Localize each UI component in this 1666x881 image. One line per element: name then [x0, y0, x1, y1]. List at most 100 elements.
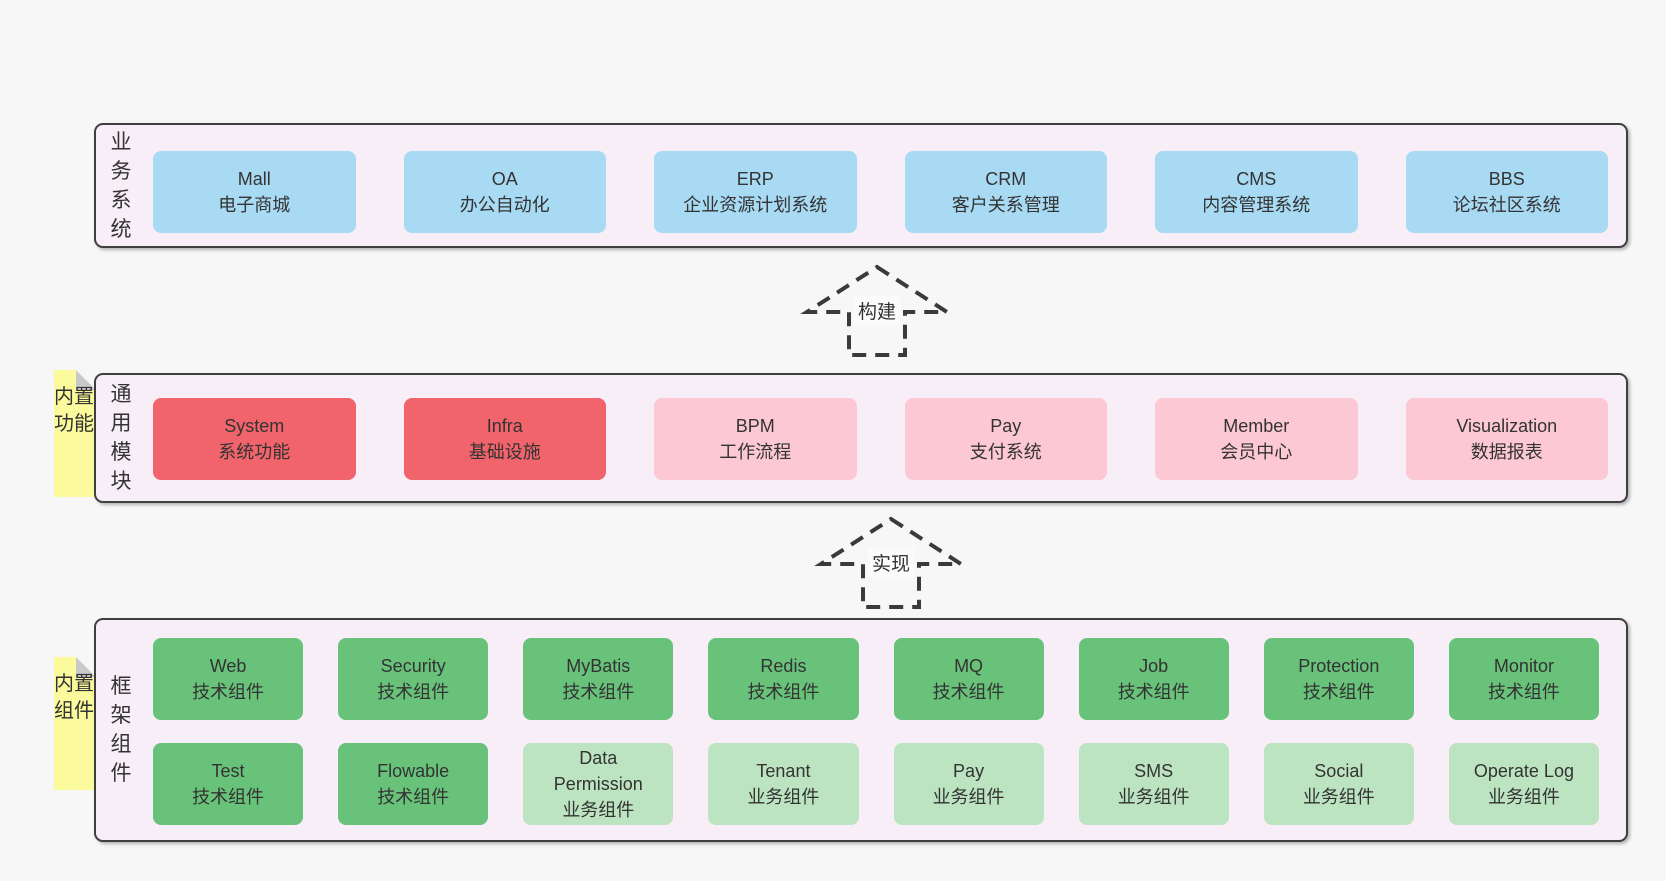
panel-label: 框架组件 — [110, 675, 132, 785]
box-subtitle: 客户关系管理 — [951, 195, 1060, 215]
box-bbs: BBS 论坛社区系统 — [1405, 151, 1608, 233]
box-monitor: Monitor 技术组件 — [1448, 638, 1599, 720]
box-mq: MQ 技术组件 — [893, 638, 1044, 720]
box-subtitle: 业务组件 — [932, 787, 1005, 807]
box-test: Test 技术组件 — [153, 743, 304, 825]
panel-label: 业务系统 — [110, 130, 132, 241]
box-subtitle: 企业资源计划系统 — [683, 195, 828, 215]
box-subtitle: 业务组件 — [1487, 787, 1560, 807]
box-title: Protection — [1298, 656, 1380, 676]
note-text: 内置功能 — [54, 386, 94, 435]
box-subtitle: 数据报表 — [1470, 442, 1543, 462]
box-title: MyBatis — [566, 656, 631, 676]
box-mybatis: MyBatis 技术组件 — [523, 638, 674, 720]
box-title: SMS — [1134, 761, 1174, 781]
box-title: Operate Log — [1473, 761, 1574, 781]
box-erp: ERP 企业资源计划系统 — [654, 151, 857, 233]
implement-arrow-icon: 实现 — [811, 516, 971, 610]
box-visualization: Visualization 数据报表 — [1405, 398, 1608, 480]
box-subtitle: 业务组件 — [1117, 787, 1190, 807]
box-subtitle: 内容管理系统 — [1202, 195, 1311, 215]
box-infra: Infra 基础设施 — [403, 398, 606, 480]
box-title: CMS — [1236, 169, 1277, 189]
box-subtitle: 技术组件 — [932, 682, 1005, 702]
box-title: BBS — [1488, 169, 1525, 189]
box-subtitle: 基础设施 — [468, 442, 541, 462]
box-tenant: Tenant 业务组件 — [708, 743, 859, 825]
box-subtitle: 技术组件 — [562, 682, 635, 702]
box-title: MQ — [954, 656, 984, 676]
box-subtitle: 业务组件 — [1302, 787, 1375, 807]
box-title: Flowable — [377, 761, 450, 781]
box-subtitle: 业务组件 — [747, 787, 820, 807]
box-subtitle: 系统功能 — [218, 442, 291, 462]
box-subtitle: 技术组件 — [192, 787, 265, 807]
panel-label: 通用模块 — [110, 383, 132, 493]
box-title: Test — [211, 761, 245, 781]
box-protection: Protection 技术组件 — [1263, 638, 1414, 720]
arrow-label: 实现 — [867, 548, 915, 577]
box-security: Security 技术组件 — [338, 638, 489, 720]
box-title: Data Permission — [553, 748, 643, 794]
framework-components-grid: Web 技术组件 Security 技术组件 MyBatis 技术组件 Redi… — [96, 620, 1626, 825]
framework-components-panel: 框架组件 Web 技术组件 Security 技术组件 MyBatis 技术组件… — [94, 618, 1628, 842]
box-subtitle: 技术组件 — [377, 682, 450, 702]
business-systems-panel: 业务系统 Mall 电子商城 OA 办公自动化 ERP 企业资源计划系统 CRM… — [94, 123, 1628, 248]
box-subtitle: 会员中心 — [1220, 442, 1293, 462]
box-title: Monitor — [1493, 656, 1554, 676]
box-crm: CRM 客户关系管理 — [904, 151, 1107, 233]
box-title: Visualization — [1456, 416, 1558, 436]
box-title: Social — [1314, 761, 1364, 781]
box-subtitle: 技术组件 — [747, 682, 820, 702]
box-title: Security — [380, 656, 446, 676]
box-subtitle: 论坛社区系统 — [1452, 195, 1561, 215]
box-subtitle: 工作流程 — [719, 442, 792, 462]
builtin-features-note: 内置功能 — [54, 370, 96, 497]
box-subtitle: 技术组件 — [1302, 682, 1375, 702]
box-system: System 系统功能 — [153, 398, 356, 480]
business-systems-grid: Mall 电子商城 OA 办公自动化 ERP 企业资源计划系统 CRM 客户关系… — [96, 125, 1626, 233]
box-subtitle: 技术组件 — [377, 787, 450, 807]
box-title: Tenant — [756, 761, 811, 781]
box-sms: SMS 业务组件 — [1078, 743, 1229, 825]
box-oa: OA 办公自动化 — [403, 151, 606, 233]
box-title: Infra — [486, 416, 523, 436]
box-cms: CMS 内容管理系统 — [1155, 151, 1358, 233]
box-web: Web 技术组件 — [153, 638, 304, 720]
box-title: Pay — [990, 416, 1022, 436]
box-pay-component: Pay 业务组件 — [893, 743, 1044, 825]
box-data-permission: Data Permission 业务组件 — [523, 743, 674, 825]
box-title: ERP — [736, 169, 774, 189]
box-title: Redis — [760, 656, 807, 676]
box-title: System — [224, 416, 285, 436]
box-subtitle: 技术组件 — [1487, 682, 1560, 702]
box-subtitle: 技术组件 — [1117, 682, 1190, 702]
box-subtitle: 支付系统 — [969, 442, 1042, 462]
up-block-arrow-icon — [800, 264, 954, 357]
box-operate-log: Operate Log 业务组件 — [1448, 743, 1599, 825]
box-member: Member 会员中心 — [1155, 398, 1358, 480]
build-arrow-icon: 构建 — [797, 264, 957, 358]
box-title: Member — [1223, 416, 1290, 436]
box-title: CRM — [985, 169, 1027, 189]
arrow-label: 构建 — [853, 296, 901, 325]
box-title: Job — [1139, 656, 1169, 676]
box-title: Pay — [953, 761, 985, 781]
box-title: BPM — [735, 416, 775, 436]
box-subtitle: 技术组件 — [192, 682, 265, 702]
common-modules-grid: System 系统功能 Infra 基础设施 BPM 工作流程 Pay 支付系统… — [96, 375, 1626, 480]
box-title: Mall — [237, 169, 271, 189]
box-flowable: Flowable 技术组件 — [338, 743, 489, 825]
box-mall: Mall 电子商城 — [153, 151, 356, 233]
box-title: Web — [209, 656, 247, 676]
box-subtitle: 电子商城 — [218, 195, 291, 215]
box-social: Social 业务组件 — [1263, 743, 1414, 825]
up-block-arrow-icon — [814, 516, 968, 609]
box-title: OA — [491, 169, 518, 189]
box-subtitle: 办公自动化 — [459, 195, 550, 215]
common-modules-panel: 通用模块 System 系统功能 Infra 基础设施 BPM 工作流程 Pay… — [94, 373, 1628, 503]
box-job: Job 技术组件 — [1078, 638, 1229, 720]
box-bpm: BPM 工作流程 — [654, 398, 857, 480]
box-redis: Redis 技术组件 — [708, 638, 859, 720]
